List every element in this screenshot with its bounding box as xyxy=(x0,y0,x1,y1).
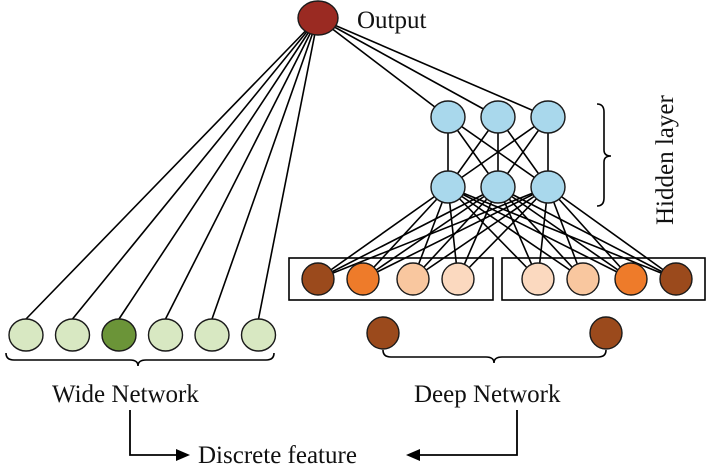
wide-input-node xyxy=(240,318,277,352)
hidden-node xyxy=(430,170,466,204)
sparse-input-node xyxy=(366,316,400,350)
wide-output-edge xyxy=(25,17,319,320)
wide-output-edge xyxy=(71,17,319,320)
sparse-input-node xyxy=(589,316,623,350)
wide-network-brace xyxy=(5,352,275,367)
hidden-embedding-edge xyxy=(447,186,677,280)
embedding-box-right xyxy=(501,257,706,301)
embedding-node xyxy=(659,262,693,296)
hidden-embedding-edge xyxy=(497,186,632,280)
output-hidden-edge xyxy=(317,17,549,118)
hidden-embedding-edge xyxy=(547,186,677,280)
hidden-node xyxy=(480,170,516,204)
hidden-embedding-edge xyxy=(412,186,549,280)
wide-input-node xyxy=(8,318,44,352)
deep-to-feature-arrow xyxy=(418,410,518,456)
wide-network-label: Wide Network xyxy=(52,381,199,408)
embedding-boxes xyxy=(288,257,706,301)
hidden-embedding-edge xyxy=(317,186,449,280)
embedding-box-left xyxy=(288,257,494,301)
embedding-node xyxy=(346,262,380,296)
hidden-node xyxy=(430,100,466,134)
wide-output-edge xyxy=(164,17,319,320)
hidden-embedding-edge xyxy=(497,186,677,280)
hidden-embedding-edge xyxy=(362,186,499,280)
wide-output-edge xyxy=(118,17,319,320)
wide-arrowhead xyxy=(176,449,190,461)
hidden-embedding-edge xyxy=(317,186,549,280)
hidden-embedding-edge xyxy=(497,186,584,280)
embedding-node xyxy=(301,262,335,296)
deep-network-brace xyxy=(382,349,607,364)
hidden-embedding-edge xyxy=(362,186,449,280)
embedding-node xyxy=(441,262,475,296)
hidden-node xyxy=(480,100,516,134)
hidden-node xyxy=(530,170,566,204)
embedding-node xyxy=(396,262,430,296)
wide-input-node xyxy=(194,318,230,352)
output-hidden-edge xyxy=(317,17,449,118)
wide-input-node xyxy=(147,318,184,352)
output-hidden-edge xyxy=(317,17,499,118)
output-label: Output xyxy=(357,7,427,34)
embedding-node xyxy=(521,262,555,296)
braces-and-arrows xyxy=(5,103,612,461)
wide-input-node xyxy=(101,318,137,352)
hidden-embedding-edge xyxy=(547,186,632,280)
discrete-feature-label: Discrete feature xyxy=(198,442,357,469)
hidden-layer-label: Hidden layer xyxy=(652,95,679,225)
wide-output-edge xyxy=(257,17,319,320)
hidden-layer-brace xyxy=(596,103,612,207)
wide-to-feature-arrow xyxy=(129,410,180,456)
hidden-embedding-edge xyxy=(447,186,539,280)
deep-arrowhead xyxy=(406,449,420,461)
hidden-hidden-edge xyxy=(447,116,549,188)
output-node xyxy=(297,0,339,36)
embedding-node xyxy=(614,262,648,296)
deep-network-label: Deep Network xyxy=(414,381,561,408)
neuron-nodes xyxy=(8,0,693,352)
wide-output-edge xyxy=(211,17,319,320)
hidden-embedding-edge xyxy=(317,186,499,280)
hidden-node xyxy=(530,100,566,134)
wide-input-node xyxy=(54,318,91,352)
embedding-node xyxy=(566,262,600,296)
hidden-embedding-edge xyxy=(457,186,549,280)
hidden-embedding-edge xyxy=(447,186,584,280)
hidden-embedding-edge xyxy=(362,186,549,280)
